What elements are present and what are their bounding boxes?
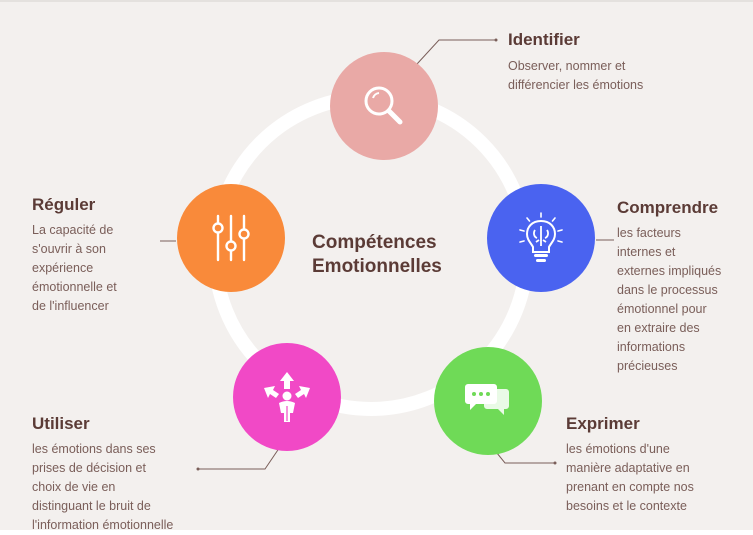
label-identifier-title: Identifier	[508, 30, 580, 49]
label-reguler-desc: La capacité de s'ouvrir à son expérience…	[32, 223, 117, 313]
chat-bubbles-icon	[465, 384, 509, 415]
label-comprendre-desc: les facteurs internes et externes impliq…	[617, 226, 722, 373]
label-utiliser-desc: les émotions dans ses prises de décision…	[32, 442, 174, 532]
node-reguler	[177, 184, 285, 292]
sliders-icon	[212, 214, 250, 262]
label-exprimer-title: Exprimer	[566, 414, 640, 433]
node-identifier	[330, 52, 438, 160]
label-utiliser-title: Utiliser	[32, 414, 90, 433]
connector-dot-utiliser	[196, 467, 200, 471]
connector-dot-identifier	[494, 38, 498, 42]
magnifier-icon	[364, 86, 403, 125]
center-title-line1: Compétences	[312, 232, 437, 253]
brain-bulb-icon	[519, 212, 563, 262]
node-utiliser	[233, 343, 341, 451]
node-comprendre	[487, 184, 595, 292]
label-exprimer-desc: les émotions d'une manière adaptative en…	[566, 442, 694, 513]
node-exprimer	[434, 347, 542, 455]
label-reguler-title: Réguler	[32, 195, 96, 214]
center-title: Compétences Emotionnelles	[312, 231, 462, 279]
label-comprendre-title: Comprendre	[617, 198, 719, 217]
connector-dot-exprimer	[553, 461, 557, 465]
connector-identifier	[416, 39, 496, 65]
label-identifier-desc: Observer, nommer et différencier les émo…	[508, 59, 644, 92]
person-arrows-icon	[264, 372, 310, 422]
center-title-line2: Emotionnelles	[312, 256, 442, 277]
